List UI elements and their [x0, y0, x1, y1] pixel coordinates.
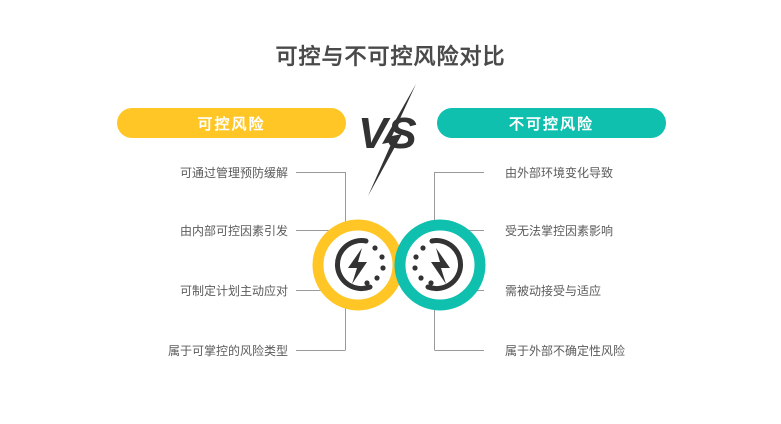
right-item-1: 受无法掌控因素影响 [505, 223, 613, 239]
lightning-slash-icon [368, 84, 416, 196]
right-risk-icon [425, 238, 463, 292]
right-banner-label: 不可控风险 [508, 115, 594, 133]
left-item-1: 由内部可控因素引发 [180, 223, 288, 239]
page-title: 可控与不可控风险对比 [275, 44, 506, 69]
infinity-emblem [306, 206, 496, 324]
right-category-banner[interactable]: 不可控风险 [437, 108, 666, 138]
left-banner-label: 可控风险 [197, 115, 266, 133]
right-item-1-label: 受无法掌控因素影响 [505, 224, 614, 238]
vs-label: VS [358, 109, 417, 158]
left-category-banner[interactable]: 可控风险 [117, 108, 346, 138]
right-item-3: 属于外部不确定性风险 [505, 343, 625, 359]
left-item-3: 属于可掌控的风险类型 [168, 343, 288, 359]
vs-badge: VS [352, 84, 432, 196]
left-item-0: 可通过管理预防缓解 [180, 165, 288, 181]
left-item-2-label: 可制定计划主动应对 [179, 284, 288, 298]
left-item-2: 可制定计划主动应对 [180, 283, 288, 299]
right-item-2-label: 需被动接受与适应 [505, 284, 602, 298]
left-item-3-label: 属于可掌控的风险类型 [167, 344, 288, 358]
right-item-0-label: 由外部环境变化导致 [505, 166, 614, 180]
left-bolt-icon [348, 248, 367, 284]
right-item-0: 由外部环境变化导致 [505, 165, 613, 181]
left-item-0-label: 可通过管理预防缓解 [179, 166, 288, 180]
right-dots-icon [412, 245, 434, 286]
left-item-1-label: 由内部可控因素引发 [179, 224, 288, 238]
left-dots-icon [364, 245, 386, 286]
right-item-3-label: 属于外部不确定性风险 [505, 344, 626, 358]
right-bolt-icon [431, 248, 450, 284]
left-risk-icon [335, 238, 373, 292]
right-item-2: 需被动接受与适应 [505, 283, 601, 299]
